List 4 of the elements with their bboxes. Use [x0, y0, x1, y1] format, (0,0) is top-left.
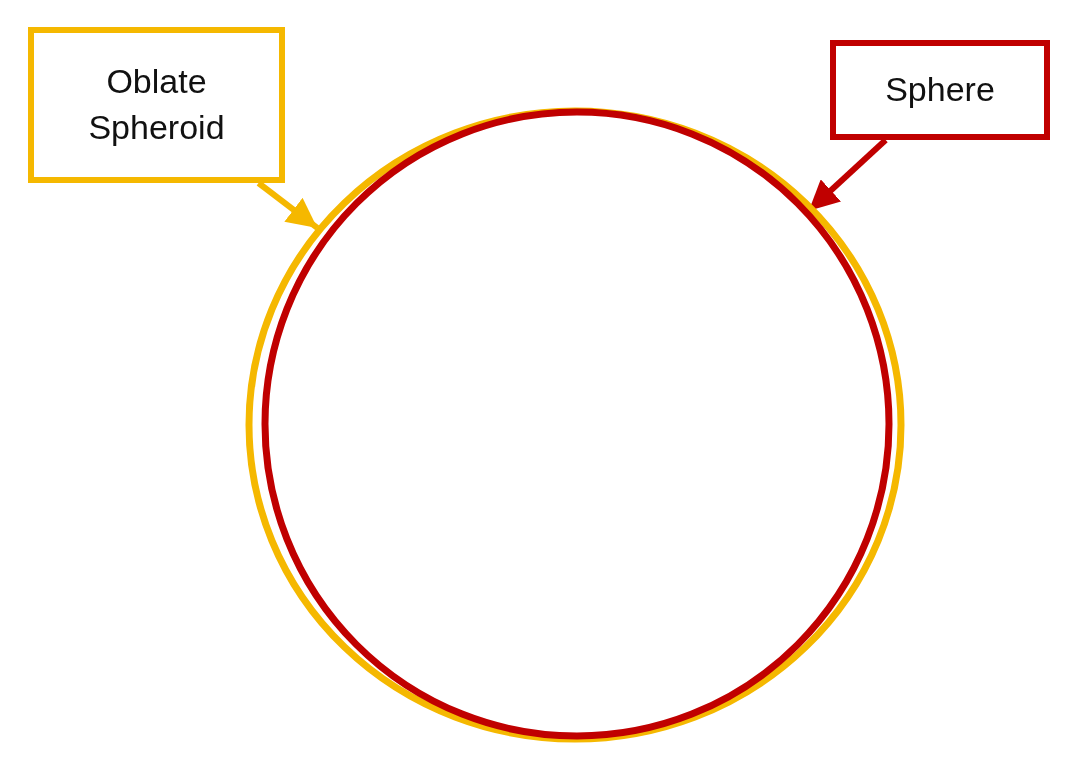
- label-box: [830, 40, 1050, 140]
- label-box: [28, 27, 285, 183]
- label-text: Oblate Spheroid: [87, 61, 226, 148]
- label-text: Sphere: [884, 69, 996, 111]
